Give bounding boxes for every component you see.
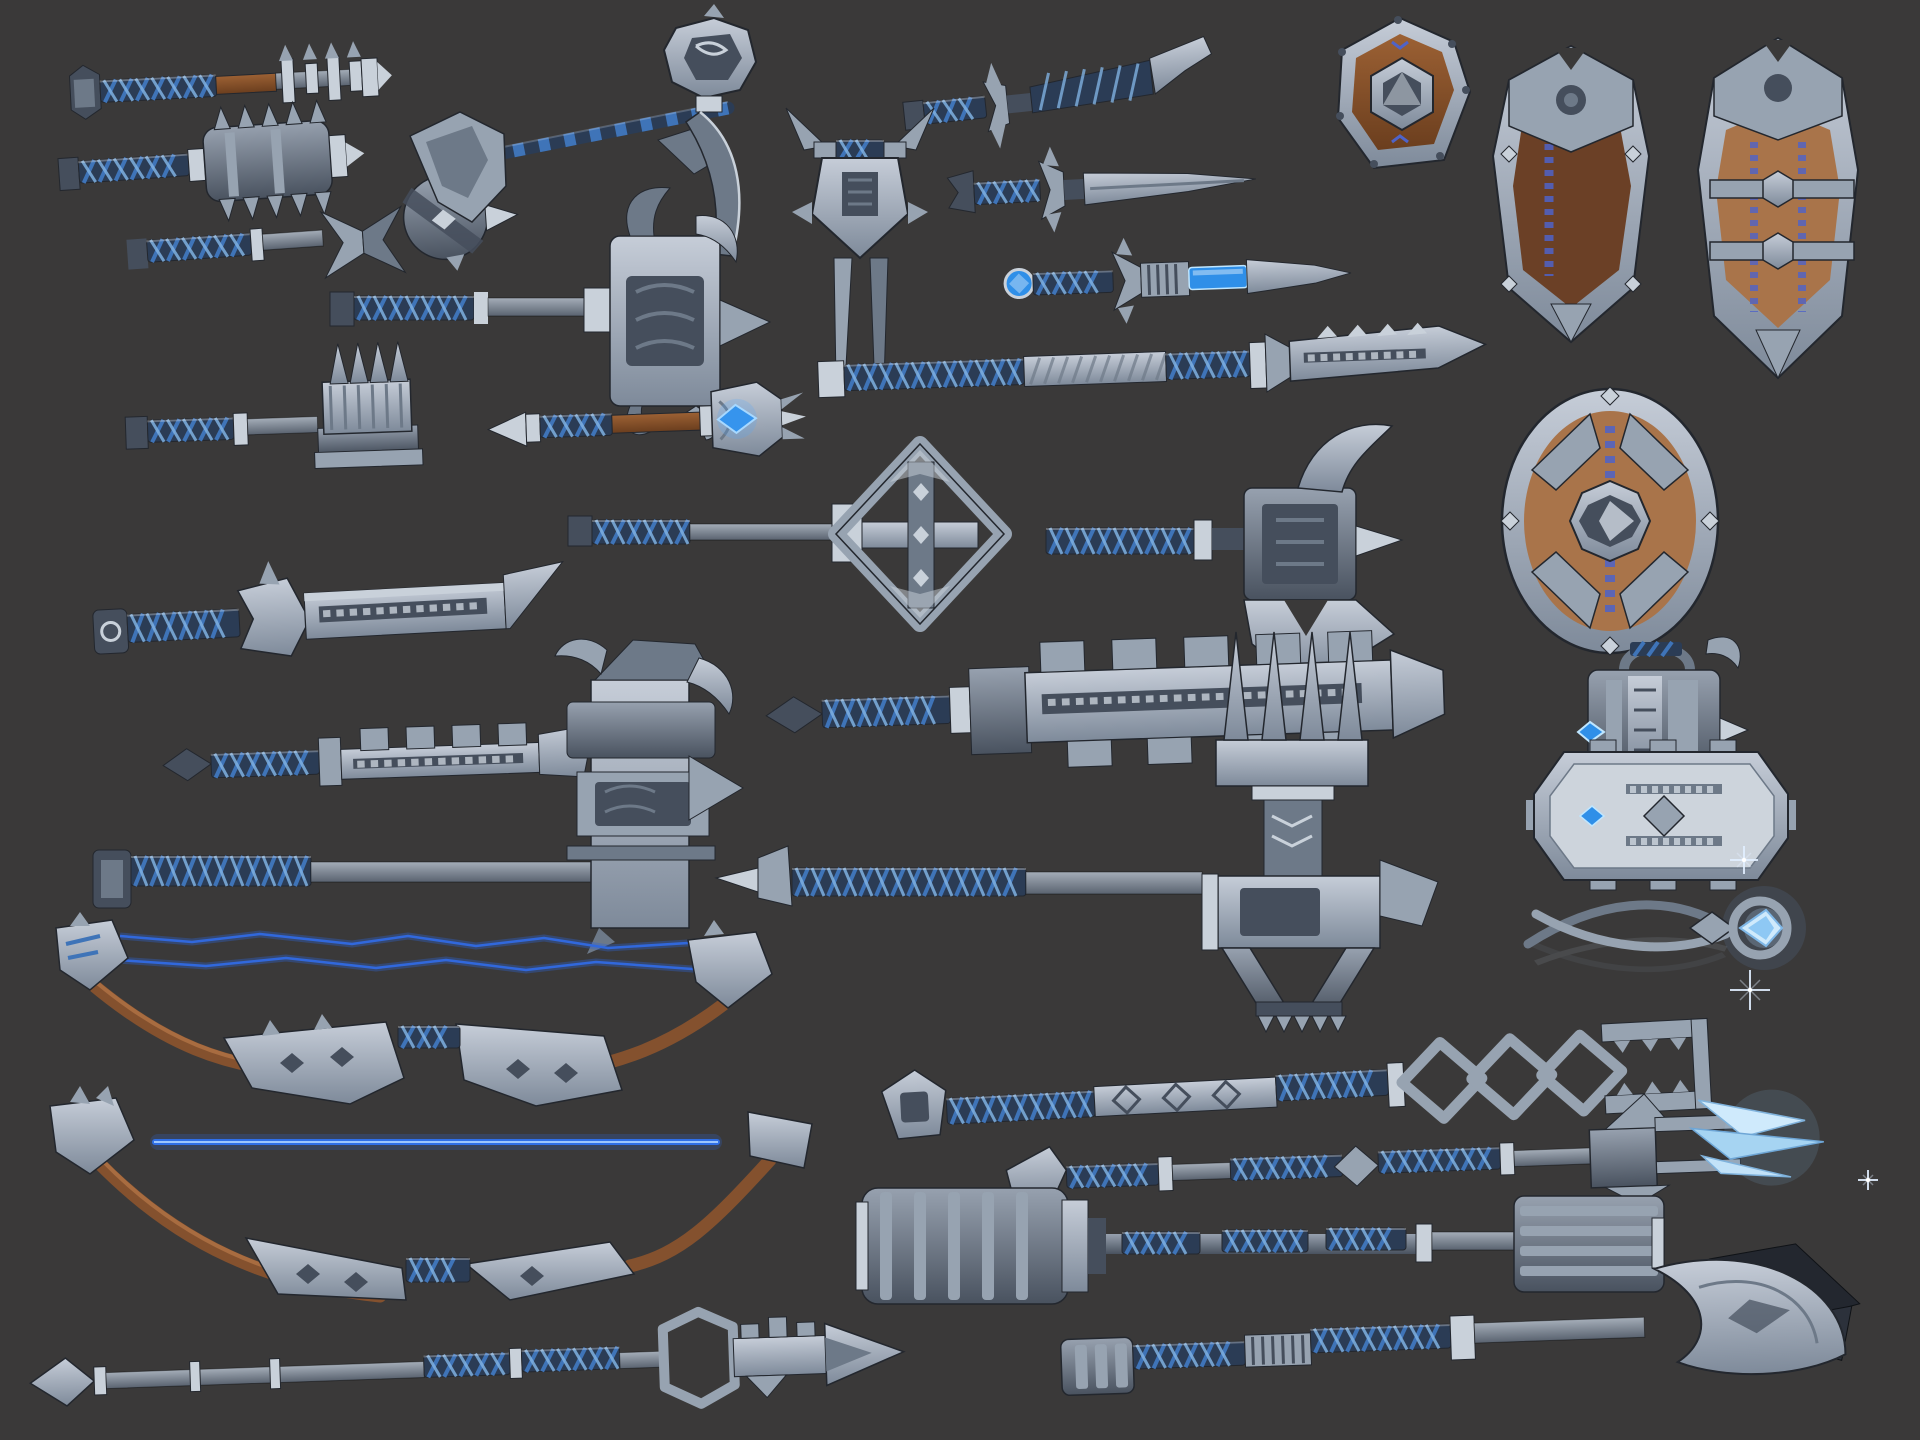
item-round-shield: [1500, 386, 1720, 656]
item-ball-mace: [126, 165, 519, 280]
item-rune-plaque: [1526, 739, 1796, 891]
item-spiked-mace: [57, 99, 365, 223]
item-crystal-staff: [1005, 1089, 1824, 1207]
item-crescent-axe: [1060, 1243, 1861, 1397]
item-wand-scepter: [68, 41, 392, 120]
item-mattock-scythe: [409, 4, 758, 257]
item-diamond-axe: [567, 436, 1012, 632]
item-gem-dagger: [1003, 237, 1352, 324]
item-sparkle-1: [1730, 846, 1758, 874]
item-serrated-sword: [162, 722, 595, 787]
item-cylinder-mace: [855, 1187, 1665, 1305]
item-long-glaive: [817, 322, 1488, 399]
item-rune-greatsword: [92, 560, 564, 657]
item-tower-shield-dark: [1491, 44, 1651, 344]
item-diamond-link-staff: [880, 1017, 1713, 1140]
item-sparkle-2: [1730, 970, 1770, 1010]
item-serrated-club: [765, 630, 1446, 768]
item-giant-maul: [92, 638, 744, 954]
item-tower-shield-wood: [1696, 36, 1860, 380]
item-lightning-bow: [55, 912, 773, 1107]
item-fork-trident: [785, 107, 935, 384]
weapon-items-group: [28, 4, 1878, 1409]
item-wishbone-circlet: [1523, 886, 1806, 973]
item-pick-dagger: [946, 146, 1256, 233]
item-hex-buckler: [1336, 16, 1472, 170]
item-sparkle-3: [1858, 1170, 1878, 1190]
item-gem-scepter: [486, 381, 806, 457]
item-crown-jaw-hammer: [714, 631, 1439, 1034]
item-ornate-pike: [28, 1306, 906, 1409]
item-hooked-sword: [902, 35, 1213, 149]
item-crown-mace: [124, 341, 424, 470]
item-beam-bow: [49, 1086, 813, 1303]
